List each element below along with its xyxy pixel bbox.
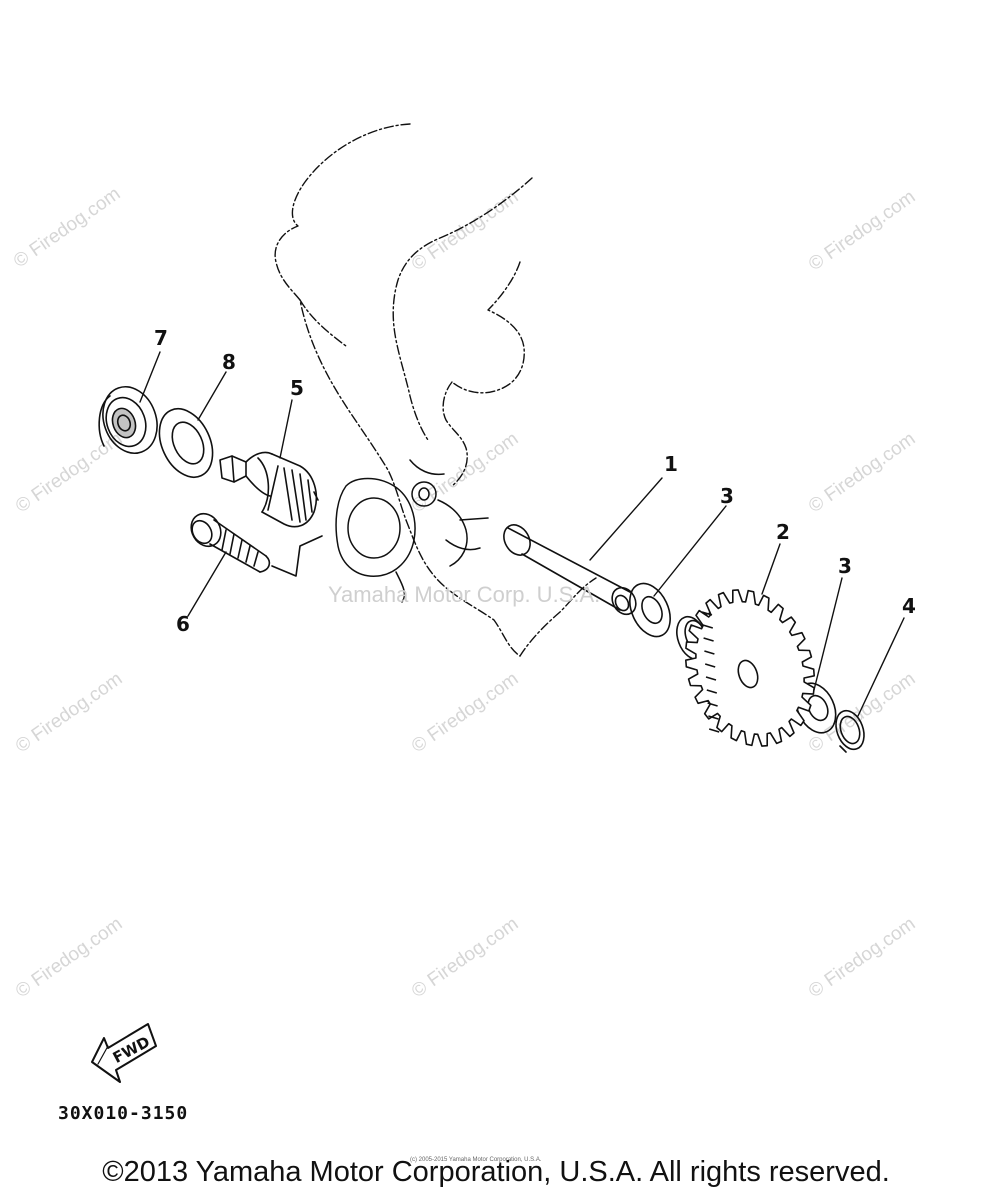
gear-tooth-edge — [701, 611, 713, 616]
callout-7: 7 — [154, 326, 168, 350]
engine-case-outline — [274, 123, 597, 657]
diagram-reference-code: 30X010-3150 — [58, 1103, 189, 1124]
gear-tooth-edge — [703, 637, 714, 642]
part-7-oil-seal — [98, 386, 158, 454]
callout-5: 5 — [290, 376, 304, 400]
gear-tooth-edge — [708, 715, 719, 720]
gear-tooth-edge — [706, 689, 718, 694]
fwd-arrow-icon — [91, 1023, 157, 1083]
copyright-notice: ©2013 Yamaha Motor Corporation, U.S.A. A… — [102, 1156, 890, 1188]
part-8-washer — [158, 408, 214, 478]
gear-tooth-edge — [704, 663, 716, 668]
callout-8: 8 — [222, 350, 236, 374]
alignment-line — [271, 535, 323, 577]
callout-1: 1 — [664, 452, 678, 476]
gear-tooth-edge — [705, 676, 717, 681]
case-boss — [335, 459, 489, 603]
part-5-pinion-gear — [219, 451, 319, 528]
part-3-washer-left — [629, 582, 671, 638]
idler-gear-teeth — [684, 589, 816, 747]
gear-tooth-edge — [708, 728, 720, 733]
callout-6: 6 — [176, 612, 190, 636]
gear-tooth-edge — [707, 702, 718, 707]
callout-4: 4 — [902, 594, 916, 618]
callout-3-right: 3 — [838, 554, 852, 578]
gear-teeth-outline — [684, 589, 816, 747]
part-1-shaft — [503, 524, 637, 616]
watermark-yamaha: Yamaha Motor Corp. U.S.A. — [328, 582, 601, 607]
part-4-circlip — [835, 709, 865, 753]
gear-tooth-edge — [704, 650, 715, 655]
small-copyright: (c) 2005-2015 Yamaha Motor Corporation, … — [410, 1157, 542, 1163]
gear-tooth-edge — [702, 624, 714, 629]
part-6-bolt — [190, 512, 271, 573]
callout-3-left: 3 — [720, 484, 734, 508]
gear-hub-hole — [737, 659, 759, 689]
callout-2: 2 — [776, 520, 790, 544]
leader-lines — [139, 351, 905, 717]
